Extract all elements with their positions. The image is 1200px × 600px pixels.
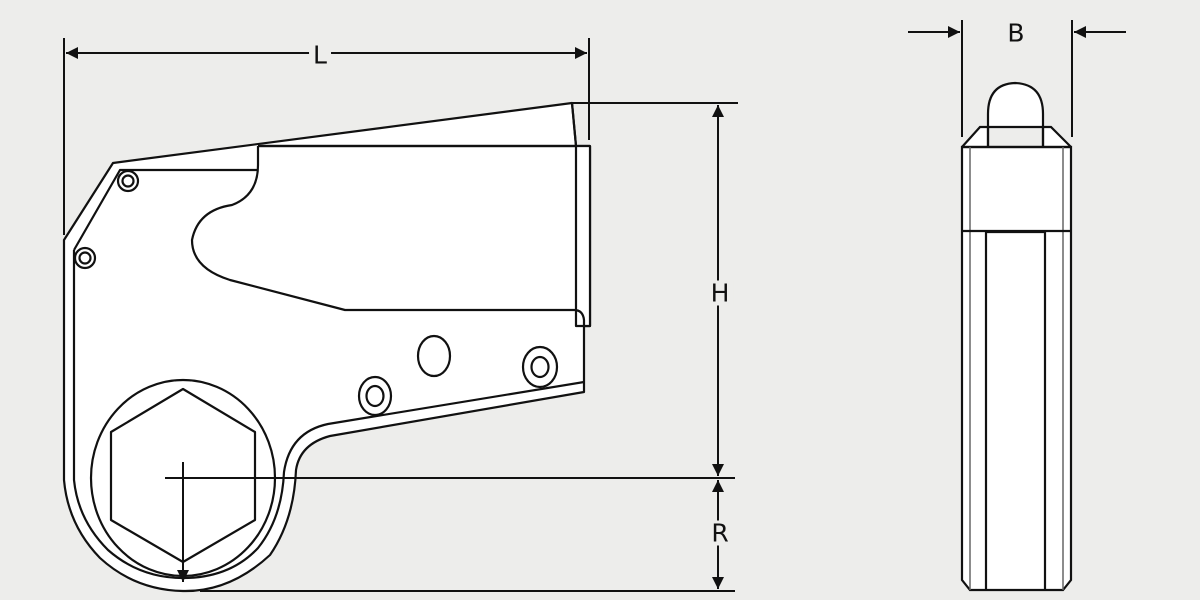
pin-lower-right [521, 345, 559, 389]
side-view [62, 101, 735, 593]
hole-center [416, 334, 452, 378]
body-inner-edge [72, 168, 585, 580]
pin-left [73, 246, 97, 270]
end-view-body [960, 145, 1073, 592]
pin-top-left [116, 169, 140, 193]
end-view-dome [986, 81, 1045, 129]
dimension-label-b: B [1007, 18, 1025, 48]
dimension-label-l: L [309, 42, 331, 68]
pin-lower-left [357, 375, 393, 417]
dimension-label-r: R [707, 520, 733, 546]
end-view [960, 81, 1073, 592]
end-view-top-chamfer [961, 125, 1072, 148]
dimension-label-h: H [706, 280, 734, 306]
dimension-b-lines [908, 20, 1126, 137]
